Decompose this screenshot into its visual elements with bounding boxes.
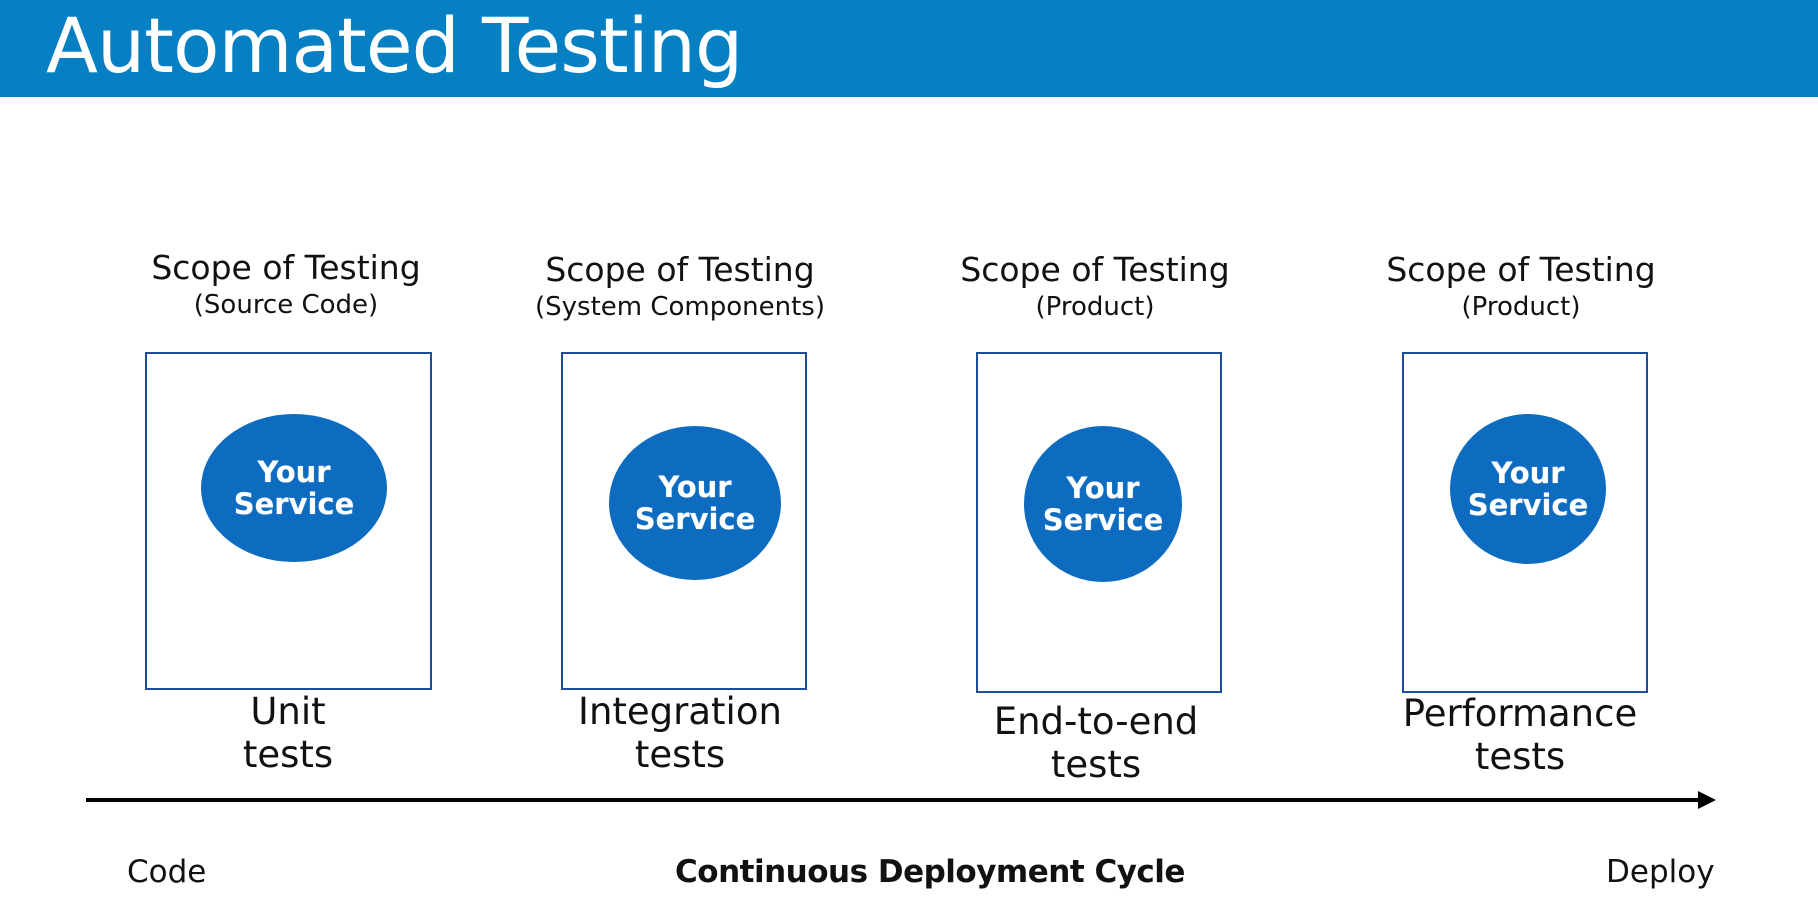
- scope-label: Scope of Testing (System Components): [470, 250, 890, 324]
- axis-start-label: Code: [127, 854, 207, 890]
- test-type-label: End-to-end tests: [993, 700, 1199, 786]
- scope-detail: (Product): [1461, 292, 1581, 322]
- scope-label: Scope of Testing (Source Code): [76, 248, 496, 322]
- page-title: Automated Testing: [46, 1, 743, 90]
- service-node: Your Service: [609, 426, 781, 580]
- scope-title: Scope of Testing: [1386, 250, 1656, 289]
- scope-title: Scope of Testing: [960, 250, 1230, 289]
- scope-detail: (Product): [1035, 292, 1155, 322]
- title-bar: Automated Testing: [0, 0, 1818, 97]
- service-label: Your Service: [233, 455, 355, 521]
- scope-detail: (Source Code): [193, 290, 379, 320]
- stage-box: Your Service: [561, 352, 807, 690]
- service-node: Your Service: [201, 414, 387, 562]
- stage-box: Your Service: [145, 352, 432, 690]
- test-type-label: Integration tests: [578, 690, 782, 776]
- scope-detail: (System Components): [535, 292, 825, 322]
- arrow-right-icon: [1698, 791, 1716, 809]
- service-label: Your Service: [1042, 471, 1164, 537]
- scope-title: Scope of Testing: [151, 248, 421, 287]
- service-label: Your Service: [1467, 456, 1589, 522]
- scope-title: Scope of Testing: [545, 250, 815, 289]
- axis-title: Continuous Deployment Cycle: [675, 854, 1185, 890]
- service-node: Your Service: [1450, 414, 1606, 564]
- service-node: Your Service: [1024, 426, 1182, 582]
- stage-box: Your Service: [1402, 352, 1648, 693]
- test-type-label: Unit tests: [242, 690, 334, 776]
- test-type-label: Performance tests: [1402, 692, 1638, 778]
- stage-box: Your Service: [976, 352, 1222, 693]
- scope-label: Scope of Testing (Product): [1311, 250, 1731, 324]
- service-label: Your Service: [634, 470, 756, 536]
- deployment-axis-line: [86, 798, 1700, 802]
- scope-label: Scope of Testing (Product): [885, 250, 1305, 324]
- axis-end-label: Deploy: [1606, 854, 1715, 890]
